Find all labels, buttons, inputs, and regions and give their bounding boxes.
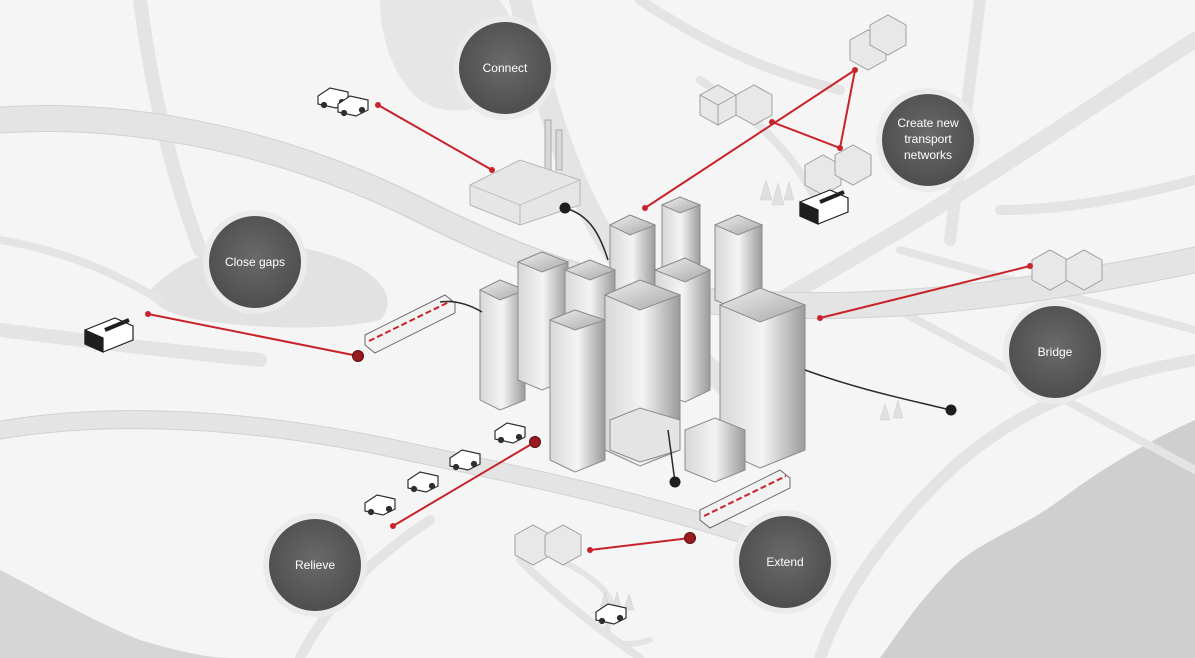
relieve-bubble: Relieve [263, 513, 367, 617]
close-gaps-label: Close gaps [225, 255, 285, 269]
create-new-label-line-1: Create new [897, 116, 959, 130]
wire-endpoint [559, 202, 957, 488]
wire-connectors [439, 207, 951, 483]
car-icon [317, 87, 627, 625]
connect-bubble: Connect [453, 16, 557, 120]
connect-label: Connect [483, 61, 528, 75]
city-skyline-icon [478, 196, 807, 483]
red-link-node [145, 67, 1033, 553]
create-new-label-line-2: transport [904, 132, 952, 146]
extend-label: Extend [766, 555, 803, 569]
water-body-left [0, 570, 230, 658]
close-gaps-bubble: Close gaps [203, 210, 307, 314]
train-icon [364, 294, 791, 529]
bridge-bubble: Bridge [1003, 300, 1107, 404]
bus-icon [84, 189, 849, 353]
extend-bubble: Extend [733, 510, 837, 614]
factory-icon [469, 119, 581, 226]
relieve-label: Relieve [295, 558, 335, 572]
bridge-label: Bridge [1038, 345, 1073, 359]
create-new-networks-bubble: Create new transport networks [876, 88, 980, 192]
water-body-right [880, 420, 1195, 658]
create-new-label-line-3: networks [904, 148, 952, 162]
house-cluster-icon [514, 14, 1103, 566]
